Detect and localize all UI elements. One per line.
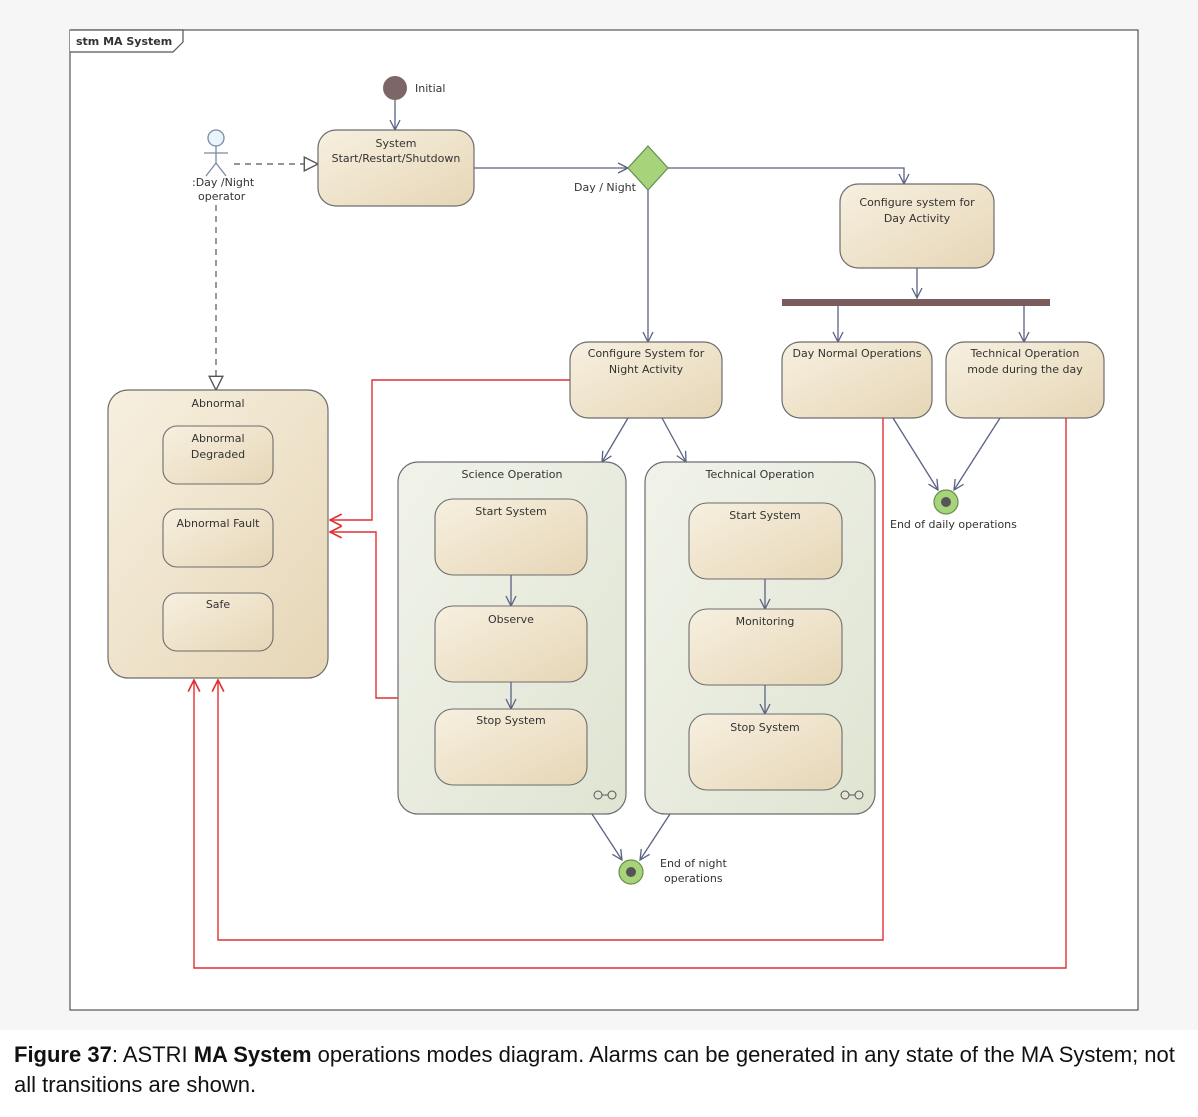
sci-stop-label: Stop System [476,714,546,727]
end-daily-label: End of daily operations [890,518,1017,531]
state-day-normal-operations[interactable] [781,341,933,419]
config-day-line2: Day Activity [884,212,951,225]
initial-label: Initial [415,82,445,95]
end-night-line2: operations [664,872,723,885]
config-night-line1: Configure System for [588,347,705,360]
abnormal-label: Abnormal [191,397,244,410]
abnormal-fault-label: Abnormal Fault [177,517,261,530]
diagram-canvas: stm MA System Initial :Day /Night operat… [69,29,1139,1011]
figure-caption: Figure 37: ASTRI MA System operations mo… [14,1040,1184,1100]
state-technical-day[interactable] [945,341,1105,419]
state-abnormal-fault[interactable] [162,508,274,568]
technical-op-label: Technical Operation [705,468,815,481]
night-to-technical [661,417,686,462]
state-sci-stop-system[interactable] [434,708,588,786]
state-machine-diagram: stm MA System Initial :Day /Night operat… [69,29,1139,1011]
fork-bar [782,299,1050,306]
technical-to-end-night [640,813,671,860]
safe-label: Safe [206,598,231,611]
alarm-night-config-to-abnormal [330,379,570,520]
frame-title: stm MA System [76,35,172,48]
sci-composite-icon [593,790,617,800]
day-normal-to-end [892,417,938,490]
tech-start-label: Start System [729,509,800,522]
tech-day-line2: mode during the day [967,363,1083,376]
final-node-daily-core [941,497,951,507]
initial-node [383,76,407,100]
caption-figure-label: Figure 37 [14,1042,112,1067]
tech-stop-label: Stop System [730,721,800,734]
tech-day-to-end [954,417,1001,490]
science-op-label: Science Operation [462,468,563,481]
actor-icon [204,129,228,177]
caption-text-1: : ASTRI [111,1042,194,1067]
night-to-science [602,417,629,462]
alarm-tech-day-to-abnormal [194,418,1067,969]
system-start-line2: Start/Restart/Shutdown [332,152,461,165]
frame-tab [70,29,184,53]
state-safe[interactable] [162,592,274,652]
actor-label-1: :Day /Night [192,176,255,189]
system-start-line1: System [375,137,416,150]
transition-decision-to-day [668,167,904,184]
day-normal-label: Day Normal Operations [793,347,922,360]
actor-label-2: operator [198,190,246,203]
tech-monitoring-label: Monitoring [736,615,795,628]
tech-day-line1: Technical Operation [970,347,1080,360]
state-tech-stop-system[interactable] [688,713,843,791]
state-abnormal-degraded[interactable] [162,425,274,485]
alarm-day-normal-to-abnormal [218,418,884,941]
caption-text-2: operations modes diagram. Alarms can be … [14,1042,1175,1097]
end-night-line1: End of night [660,857,727,870]
tech-composite-icon [840,790,864,800]
config-night-line2: Night Activity [609,363,684,376]
final-node-night-core [626,867,636,877]
abnormal-degraded-line1: Abnormal [191,432,244,445]
abnormal-degraded-line2: Degraded [191,448,245,461]
science-to-end-night [591,813,622,860]
sci-observe-label: Observe [488,613,534,626]
config-day-line1: Configure system for [859,196,975,209]
decision-label: Day / Night [574,181,637,194]
alarm-science-to-abnormal [330,532,398,699]
caption-bold-1: MA System [193,1042,312,1067]
sci-start-label: Start System [475,505,546,518]
